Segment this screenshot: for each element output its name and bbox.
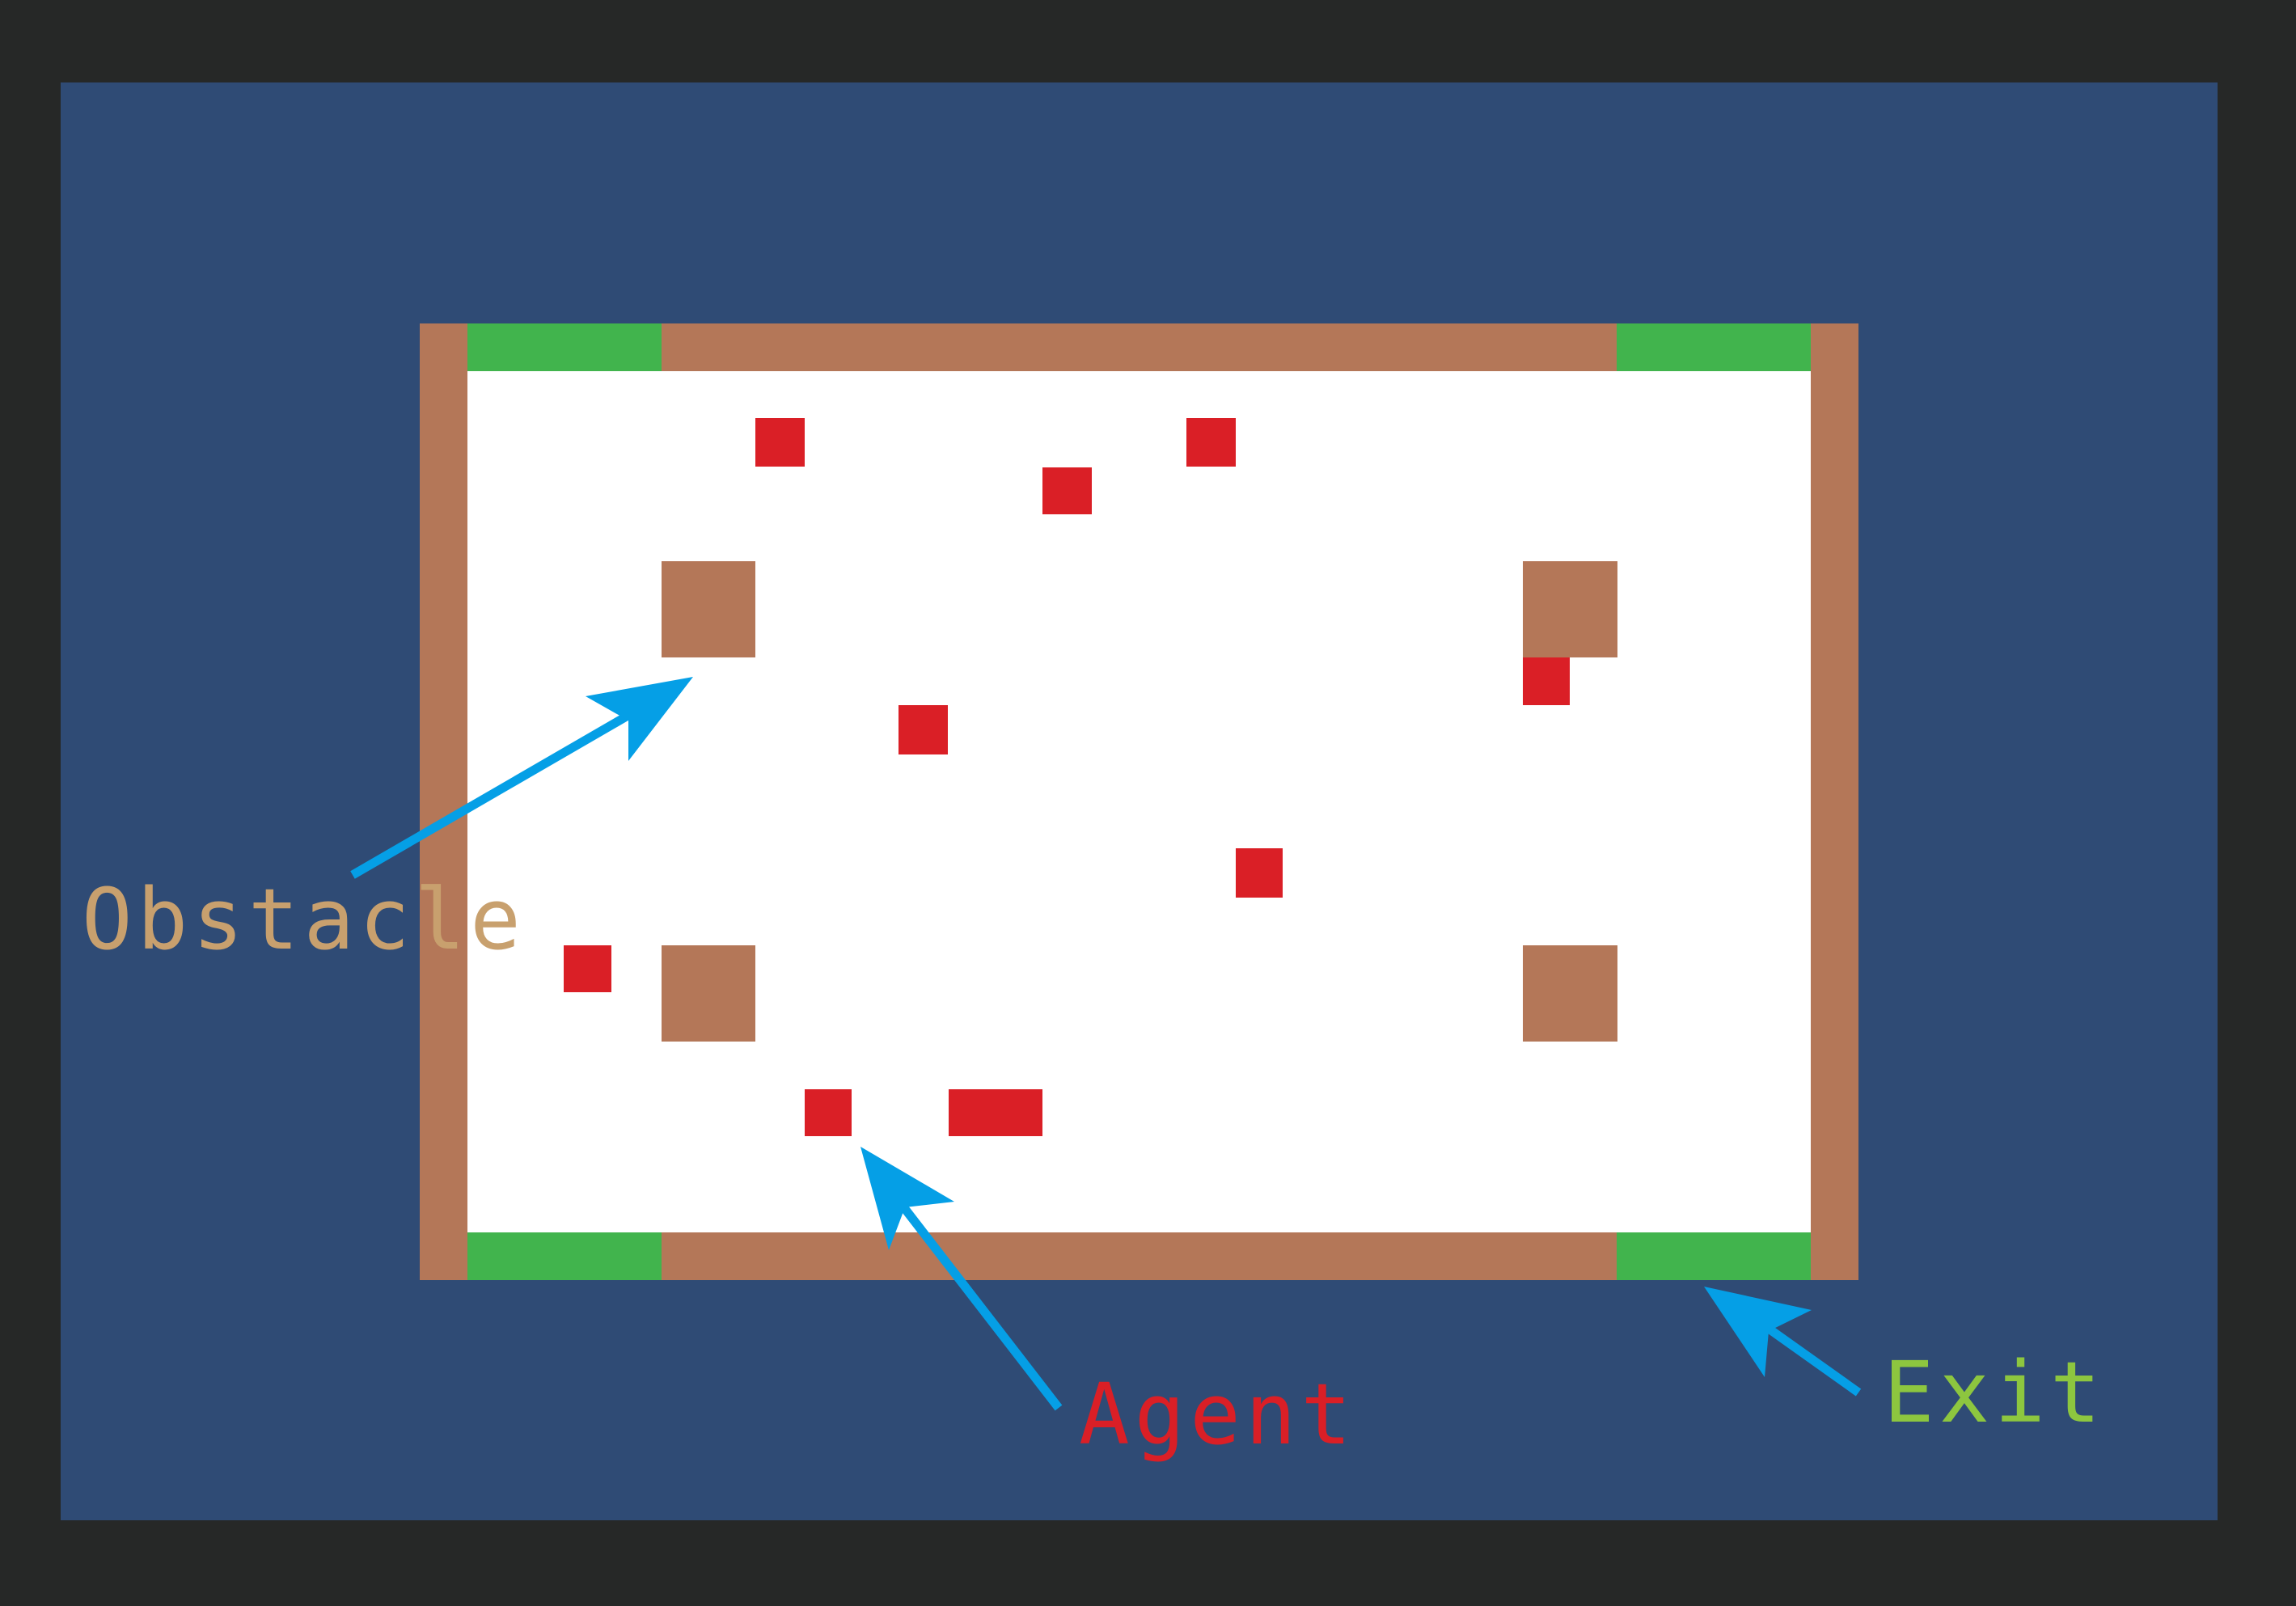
agent: [1236, 848, 1283, 898]
arrow-icon: [350, 677, 693, 879]
agent: [1186, 418, 1236, 467]
agent: [564, 945, 611, 992]
exit-label: Exit: [1884, 1343, 2105, 1442]
exit-top-left: [467, 323, 662, 371]
agent: [899, 705, 948, 754]
obstacle-bottom-left: [662, 945, 755, 1042]
obstacle-label: Obstacle: [82, 870, 526, 969]
agent: [1042, 467, 1092, 514]
obstacle-top-right: [1523, 561, 1617, 657]
agent: [1523, 657, 1570, 705]
obstacle-top-left: [662, 561, 755, 657]
agent-label: Agent: [1079, 1365, 1356, 1464]
exit-bottom-right: [1617, 1232, 1811, 1280]
obstacle-bottom-right: [1523, 945, 1617, 1042]
exit-bottom-left: [467, 1232, 662, 1280]
room-floor: [467, 371, 1811, 1232]
agent: [805, 1089, 852, 1136]
agent: [949, 1089, 1042, 1136]
arrow-icon: [1704, 1287, 1862, 1397]
agent: [755, 418, 805, 467]
exit-top-right: [1617, 323, 1811, 371]
arrow-icon: [860, 1147, 1063, 1411]
